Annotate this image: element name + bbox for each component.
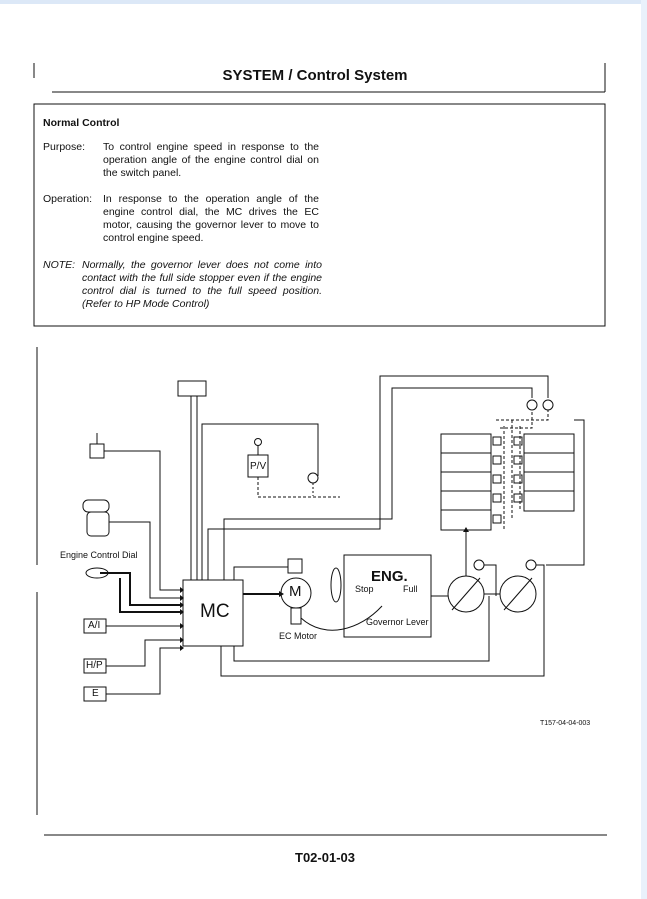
- note-label: NOTE:: [43, 259, 76, 271]
- engine-dial-label: Engine Control Dial: [60, 550, 138, 560]
- page-number: T02-01-03: [295, 850, 355, 865]
- text-box-border: [33, 103, 606, 327]
- governor-lever-label: Governor Lever: [366, 617, 429, 627]
- viewer-right-strip: [641, 0, 647, 899]
- note-text: Normally, the governor lever does not co…: [82, 259, 322, 310]
- eng-label: ENG.: [371, 568, 408, 585]
- operation-label: Operation:: [43, 193, 93, 205]
- figure-ref-code: T157-04-04-003: [540, 720, 591, 727]
- stop-label: Stop: [355, 584, 374, 594]
- e-switch-label: E: [92, 688, 99, 699]
- mc-label: MC: [200, 601, 230, 622]
- motor-label: M: [289, 583, 302, 600]
- viewer-top-strip: [0, 0, 647, 4]
- ai-switch-label: A/I: [88, 620, 101, 631]
- pv-label: P/V: [250, 461, 267, 472]
- toggle-switch: [89, 443, 105, 459]
- section-heading: Normal Control: [43, 117, 120, 129]
- valve-block-left: [440, 433, 492, 531]
- page-title: SYSTEM / Control System: [222, 67, 408, 84]
- pump-2: [499, 575, 537, 613]
- hp-switch-label: H/P: [86, 660, 103, 671]
- ec-motor-label: EC Motor: [279, 631, 318, 641]
- operation-text: In response to the operation angle of th…: [103, 193, 319, 244]
- dial-knob-top: [82, 499, 110, 513]
- monitor-box: [177, 380, 207, 397]
- mc-box: [182, 579, 244, 647]
- purpose-label: Purpose:: [43, 141, 86, 153]
- purpose-text: To control engine speed in response to t…: [103, 141, 319, 179]
- full-label: Full: [403, 584, 418, 594]
